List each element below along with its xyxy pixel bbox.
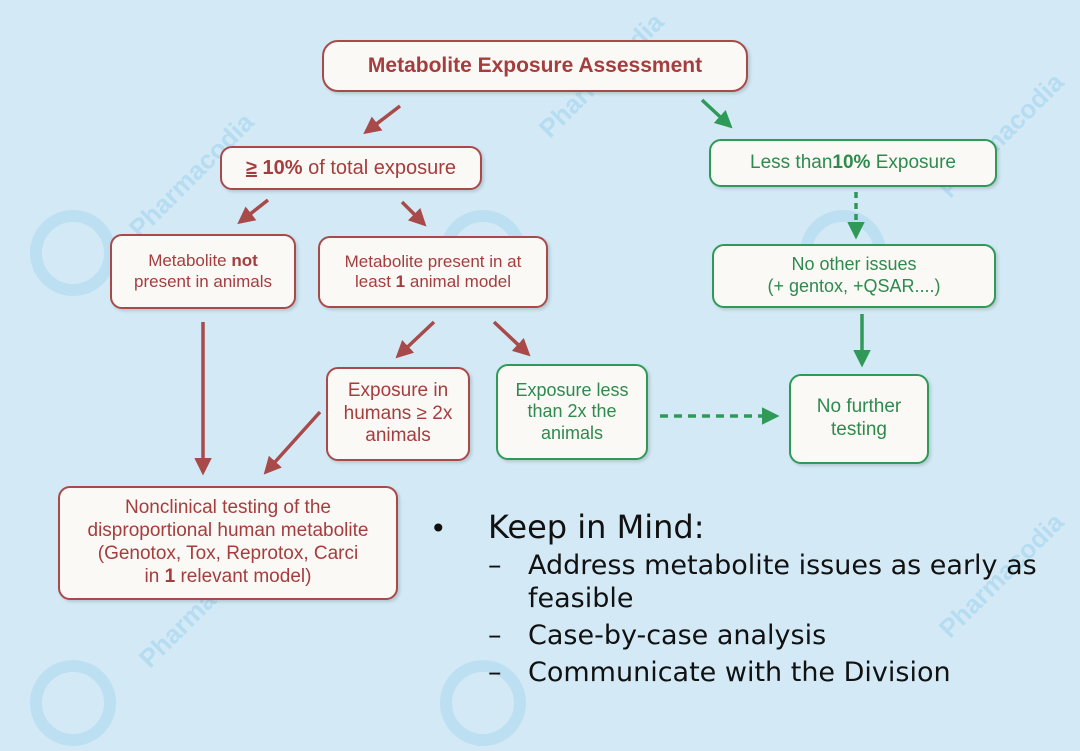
lt10-pre: Less than [750,151,833,173]
ge-10-percent-box: ≥ 10% of total exposure [220,146,482,190]
lt2x-text: Exposure less than 2x the animals [515,379,629,443]
ge2x-text: Exposure in humans ≥ 2x animals [343,379,453,447]
flowchart-arrows [194,98,871,476]
nonclinical-bold: 1 [164,565,176,587]
lt10-bold: 10% [832,151,871,173]
list-item: Case-by-case analysis [488,620,1070,653]
nonclinical-post: relevant model) [175,565,312,587]
list-item: Communicate with the Division [488,657,1070,690]
metabolite-exposure-assessment-box: Metabolite Exposure Assessment [322,40,748,92]
bullet-icon: • [430,512,447,545]
arrow-present-to-ge2x [395,320,436,359]
ge-symbol: ≥ [245,157,257,179]
lt10-post: Exposure [870,151,956,173]
present-bold: 1 [395,272,406,291]
notpresent-bold: not [231,251,258,271]
metabolite-present-box: Metabolite present in at least 1 animal … [318,236,548,308]
exposure-less-2x-box: Exposure less than 2x the animals [496,364,648,460]
exposure-ge-2x-box: Exposure in humans ≥ 2x animals [326,367,470,461]
arrow-title-to-ge10 [363,104,402,135]
nonclinical-testing-box: Nonclinical testing of the disproportion… [58,486,398,600]
notpresent-pre: Metabolite [148,251,232,271]
nofurther-text: No further testing [816,396,902,440]
box-title-text: Metabolite Exposure Assessment [367,54,703,78]
arrow-title-to-lt10 [700,98,733,129]
arrow-ge2x-to-nonclinical [263,410,322,475]
list-item: Address metabolite issues as early as fe… [488,550,1070,616]
present-pre: Metabolite present in at least [344,251,522,291]
no-other-issues-box: No other issues (+ gentox, +QSAR....) [712,244,996,308]
keep-in-mind-section: • Keep in Mind: Address metabolite issue… [420,508,1070,690]
keep-in-mind-heading: Keep in Mind: [488,508,705,546]
arrow-present-to-lt2x [492,320,531,357]
no-further-testing-box: No further testing [789,374,929,464]
present-post: animal model [405,272,511,291]
ge10-bold: 10% [262,157,303,179]
arrow-ge10-to-notpresent [237,198,270,225]
ge10-rest: of total exposure [302,157,456,179]
keep-in-mind-list: Address metabolite issues as early as fe… [420,550,1070,690]
noother-text: No other issues (+ gentox, +QSAR....) [767,254,941,296]
less-than-10-percent-box: Less than10% Exposure [709,139,997,187]
keep-in-mind-heading-row: • Keep in Mind: [420,508,1070,546]
arrow-ge10-to-present [400,200,427,227]
notpresent-post: present in animals [134,271,272,291]
nonclinical-pre: Nonclinical testing of the disproportion… [87,497,369,587]
